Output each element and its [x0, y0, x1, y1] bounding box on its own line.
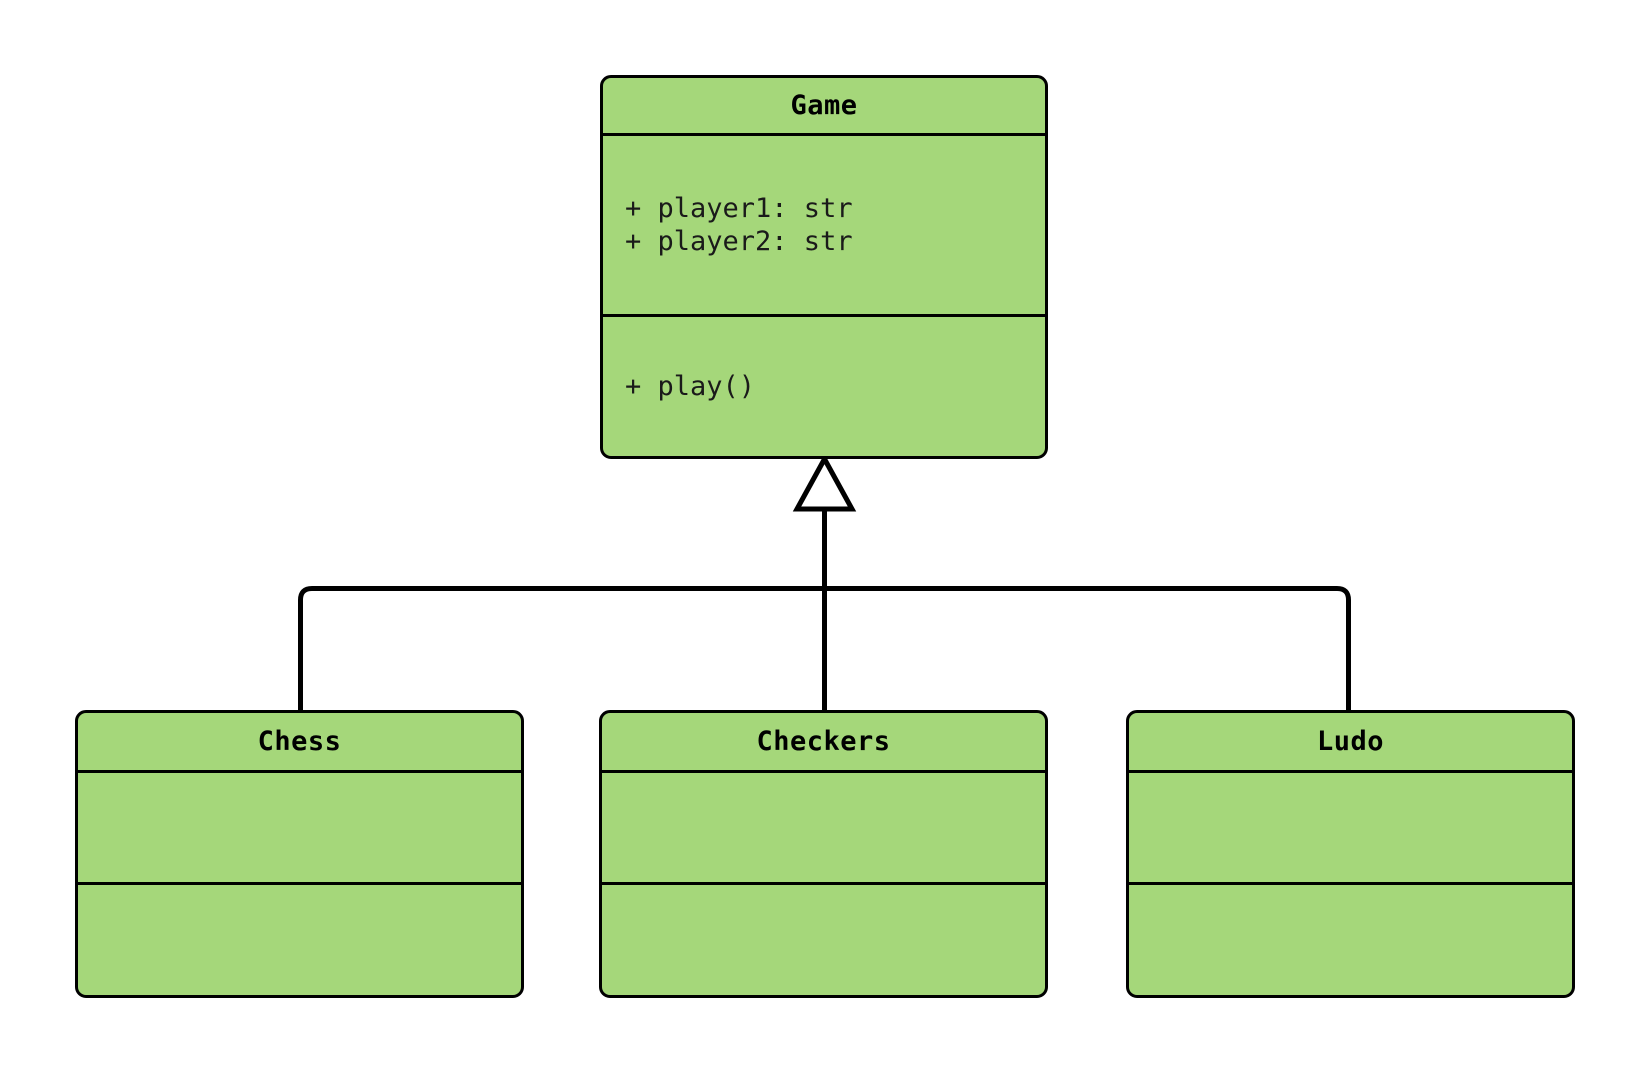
attributes-compartment-chess: [78, 773, 521, 885]
attribute-row-empty: [624, 827, 1023, 828]
attributes-compartment-ludo: [1129, 773, 1572, 885]
attributes-compartment-game: + player1: str + player2: str: [603, 136, 1045, 317]
class-name-chess: Chess: [78, 713, 521, 773]
class-name-checkers: Checkers: [602, 713, 1045, 773]
class-box-ludo[interactable]: Ludo: [1126, 710, 1575, 998]
inheritance-arrowhead: [792, 453, 857, 512]
class-box-chess[interactable]: Chess: [75, 710, 524, 998]
class-name-ludo: Ludo: [1129, 713, 1572, 773]
edge-horizontal-bar: [298, 586, 1351, 710]
attributes-compartment-checkers: [602, 773, 1045, 885]
operations-compartment-game: + play(): [603, 317, 1045, 456]
attribute-row-empty: [100, 827, 499, 828]
operation-row-empty: [1151, 940, 1550, 941]
attribute-row-empty: [1151, 827, 1550, 828]
operation-row: + play(): [625, 371, 756, 402]
operations-compartment-ludo: [1129, 885, 1572, 995]
attribute-row: + player2: str: [625, 226, 853, 257]
operations-compartment-checkers: [602, 885, 1045, 995]
operation-row-empty: [624, 940, 1023, 941]
class-box-checkers[interactable]: Checkers: [599, 710, 1048, 998]
operation-row-empty: [100, 940, 499, 941]
class-box-game[interactable]: Game + player1: str + player2: str + pla…: [600, 75, 1048, 459]
class-name-game: Game: [603, 78, 1045, 136]
operations-compartment-chess: [78, 885, 521, 995]
attribute-row: + player1: str: [625, 193, 853, 224]
